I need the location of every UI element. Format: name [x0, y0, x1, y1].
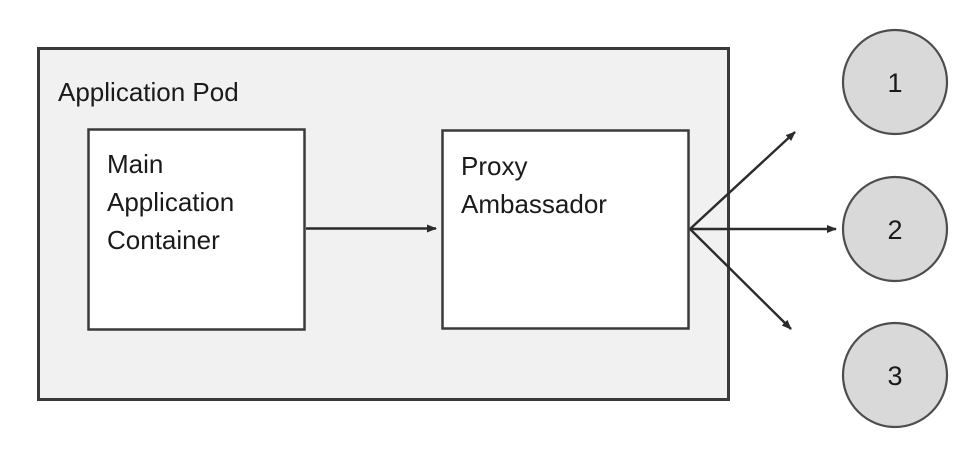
service-3-label: 3 [887, 361, 902, 391]
connector-proxy-to-service-3[interactable] [689, 228, 792, 330]
main-application-container-label-line3: Container [107, 225, 220, 255]
main-application-container-label-line1: Main [107, 149, 163, 179]
service-2-label: 2 [887, 215, 902, 245]
main-application-container-box[interactable] [87, 128, 306, 331]
service-2-circle[interactable] [841, 175, 949, 283]
main-application-container-label-line2: Application [107, 187, 234, 217]
proxy-ambassador-box[interactable] [441, 129, 690, 330]
service-3-circle[interactable] [841, 321, 949, 429]
proxy-ambassador-label-line1: Proxy [461, 151, 527, 181]
service-1-label: 1 [887, 68, 902, 98]
connector-proxy-to-service-1[interactable] [689, 131, 796, 230]
application-pod-label: Application Pod [58, 77, 239, 107]
service-1-circle[interactable] [841, 28, 949, 136]
proxy-ambassador-label-line2: Ambassador [461, 189, 607, 219]
